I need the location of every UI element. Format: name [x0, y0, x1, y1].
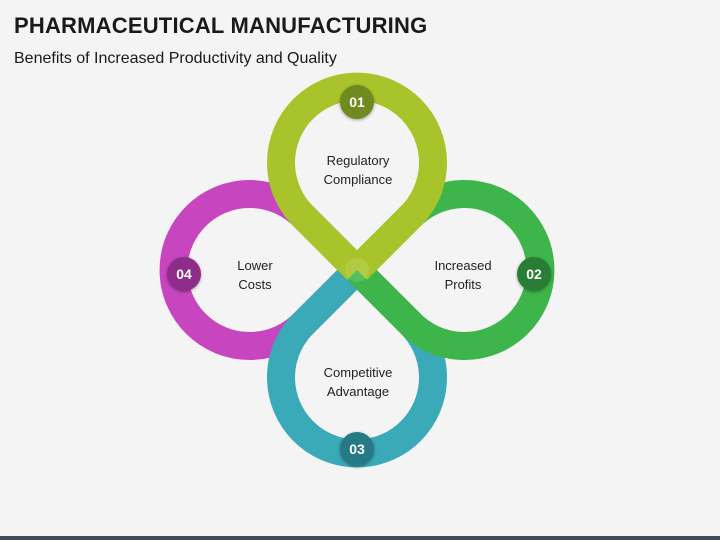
- badge-03: 03: [340, 432, 374, 466]
- page-title: PHARMACEUTICAL MANUFACTURING: [14, 13, 428, 38]
- petal-competitive-advantage: [267, 260, 447, 468]
- badge-01: 01: [340, 85, 374, 119]
- footer-bar: [0, 536, 720, 540]
- center-crossing: [345, 258, 369, 282]
- badge-02: 02: [517, 257, 551, 291]
- page-subtitle: Benefits of Increased Productivity and Q…: [14, 50, 337, 67]
- badge-04: 04: [167, 257, 201, 291]
